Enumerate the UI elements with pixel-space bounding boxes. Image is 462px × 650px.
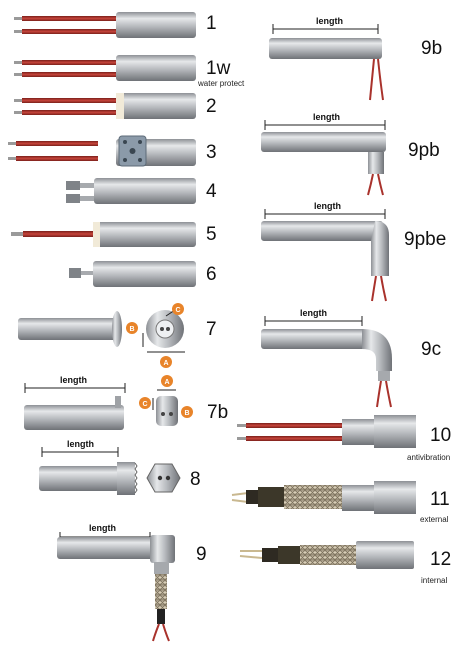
heater-5-illustration (11, 222, 196, 247)
item-number-7b: 7b (207, 402, 229, 423)
item-number-5: 5 (206, 224, 217, 245)
item-number-8: 8 (190, 469, 201, 490)
caption-internal: internal (421, 576, 448, 585)
marker-7-a: A (163, 360, 168, 367)
length-label-9b: length (316, 16, 343, 26)
caption-external: external (420, 515, 449, 524)
item-number-3: 3 (206, 142, 217, 163)
item-number-9pbe: 9pbe (404, 229, 447, 250)
item-number-9b: 9b (421, 38, 443, 59)
item-number-1: 1 (206, 13, 217, 34)
item-number-7: 7 (206, 319, 217, 340)
caption-water-protect: water protect (198, 79, 245, 88)
heater-9c-illustration (261, 316, 392, 408)
length-label-9pbe: length (314, 201, 341, 211)
heater-3-illustration (8, 135, 196, 167)
item-number-2: 2 (206, 96, 217, 117)
item-number-1w: 1w (206, 58, 231, 79)
heater-9-illustration (57, 532, 175, 642)
heater-1-illustration (14, 12, 196, 38)
heater-11-illustration (231, 481, 416, 514)
marker-7b-c: C (142, 401, 147, 408)
marker-7b-a: A (164, 379, 169, 386)
item-number-12: 12 (430, 549, 452, 570)
item-number-4: 4 (206, 181, 217, 202)
item-number-9pb: 9pb (408, 140, 440, 161)
item-number-10: 10 (430, 425, 452, 446)
length-label-9: length (89, 523, 116, 533)
item-number-9c: 9c (421, 339, 442, 360)
length-label-9c: length (300, 308, 327, 318)
marker-7-c: C (175, 307, 180, 314)
heater-12-illustration (239, 541, 414, 569)
heater-9b-illustration (269, 24, 384, 101)
heater-2-illustration (14, 93, 196, 119)
heater-9pbe-illustration (261, 209, 389, 302)
heater-7-illustration (18, 303, 185, 368)
length-label-7b: length (60, 375, 87, 385)
heater-1w-illustration (14, 55, 196, 81)
length-label-9pb: length (313, 112, 340, 122)
heater-4-illustration (66, 178, 196, 204)
heater-6-illustration (69, 261, 196, 287)
marker-7b-b: B (184, 410, 189, 417)
heater-8-illustration (39, 447, 181, 495)
heater-10-illustration (237, 415, 416, 448)
heater-7b-illustration (24, 375, 193, 430)
caption-antivibration: antivibration (407, 453, 451, 462)
item-number-9: 9 (196, 544, 207, 565)
item-number-11: 11 (430, 489, 450, 510)
length-label-8: length (67, 439, 94, 449)
heater-9pb-illustration (261, 120, 386, 196)
marker-7-b: B (129, 326, 134, 333)
item-number-6: 6 (206, 264, 217, 285)
